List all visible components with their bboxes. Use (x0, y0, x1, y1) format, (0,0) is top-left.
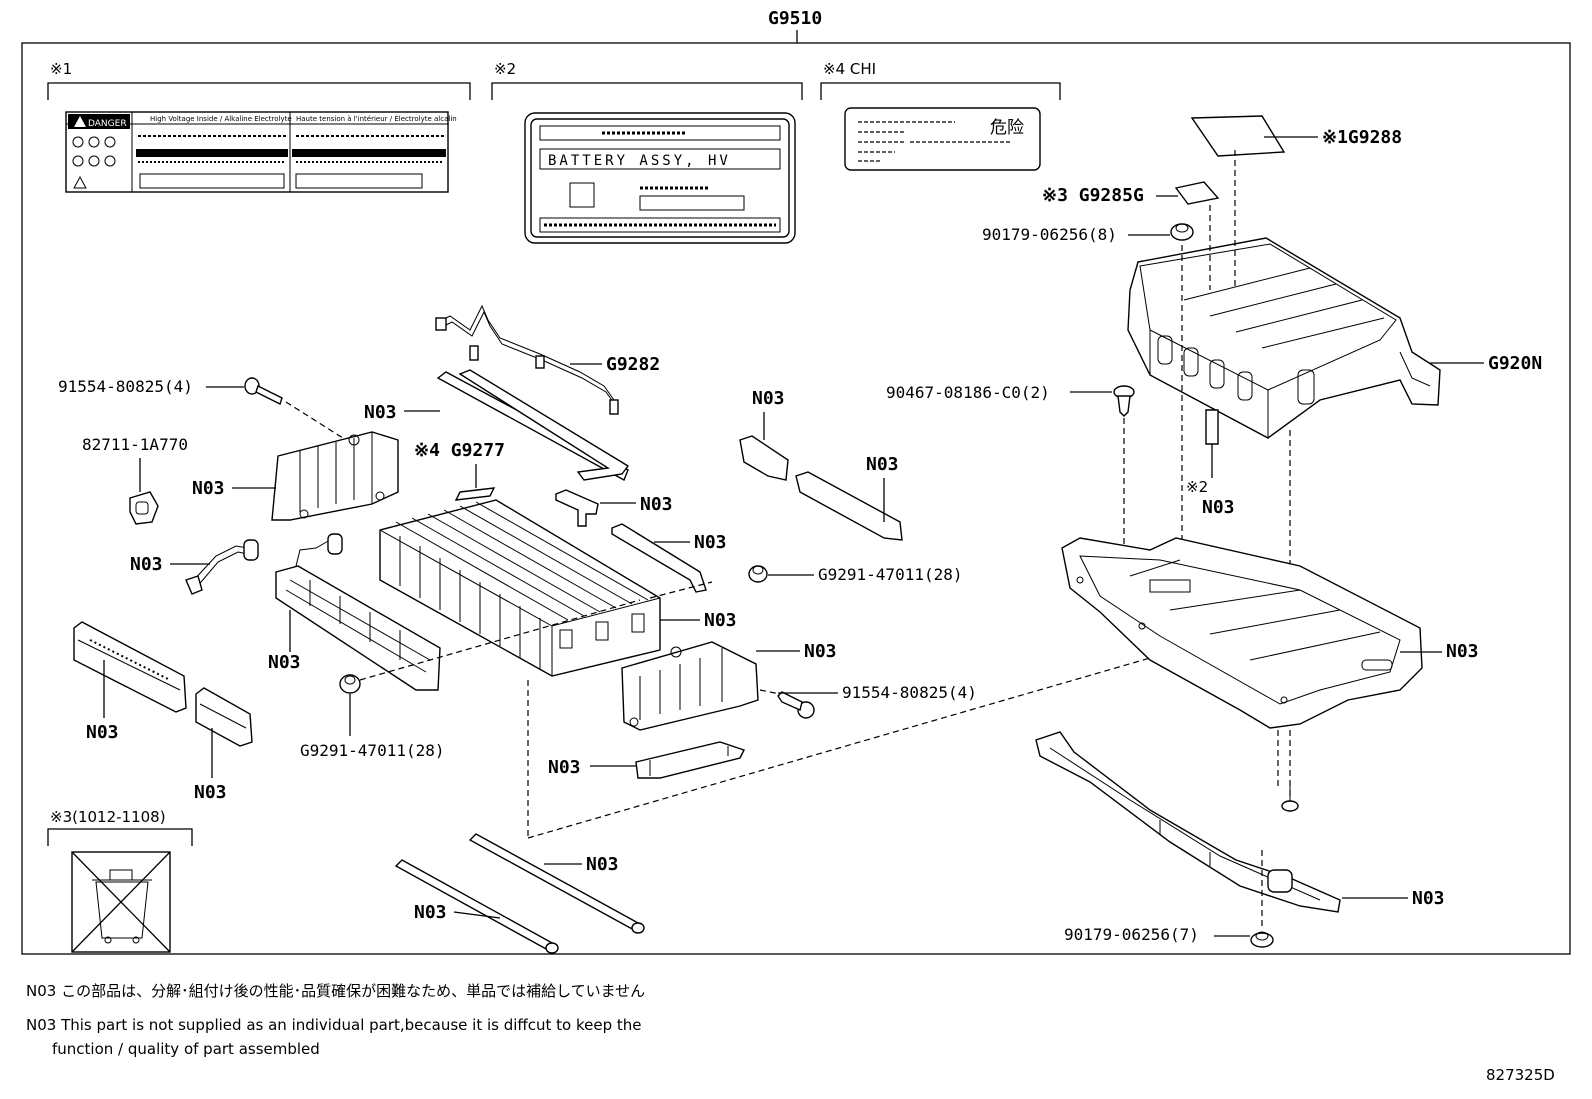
bus-frame (275, 533, 441, 691)
long-bar (436, 369, 630, 481)
rail-1 (555, 489, 599, 527)
left-bracket (271, 431, 399, 521)
part-n03-harness[interactable]: N03 (1412, 888, 1445, 909)
diagram-code: 827325D (1486, 1066, 1555, 1084)
part-g9285g[interactable]: ※3 G9285G (1042, 185, 1144, 206)
part-n03-bracket[interactable]: N03 (192, 478, 225, 499)
battery-module (379, 499, 661, 677)
assembly-frame (21, 42, 1571, 955)
danger-label-4: 危险 (844, 107, 1041, 171)
small-bracket (635, 741, 745, 779)
part-n03-rod2[interactable]: N03 (586, 854, 619, 875)
part-n03-left1[interactable]: N03 (86, 722, 119, 743)
group-3-label: ※3(1012-1108) (50, 808, 166, 826)
part-91554-bottom[interactable]: 91554-80825(4) (842, 683, 977, 702)
part-n03-rail3[interactable]: N03 (752, 388, 785, 409)
part-n03-rail4[interactable]: N03 (866, 454, 899, 475)
part-n03-wire[interactable]: N03 (130, 554, 163, 575)
terminal-box-2 (195, 687, 253, 747)
part-g9291-left[interactable]: G9291-47011(28) (300, 741, 445, 760)
rod-1 (394, 859, 559, 954)
nut-g9291-left (339, 674, 361, 694)
wire-harness-g9282 (435, 304, 619, 415)
bolt-91554-bottom (777, 691, 815, 719)
part-n03-cover[interactable]: N03 (1202, 497, 1235, 518)
part-n03-bar[interactable]: N03 (364, 402, 397, 423)
lower-tray (1061, 537, 1423, 729)
wire-left (185, 539, 259, 595)
part-n03-rod1[interactable]: N03 (414, 902, 447, 923)
group-2-label: ※2 (494, 60, 516, 78)
part-n03-tray[interactable]: N03 (1446, 641, 1479, 662)
part-n03-small[interactable]: N03 (548, 757, 581, 778)
part-90467[interactable]: 90467-08186-C0(2) (886, 383, 1050, 402)
battery-label-2: BATTERY ASSY, HV (524, 112, 796, 244)
part-n03-cover-note: ※2 (1186, 478, 1208, 496)
cover-sticker (1205, 409, 1219, 445)
assembly-number[interactable]: G9510 (768, 8, 822, 29)
nut-90179-top (1170, 223, 1194, 241)
danger-kanji: 危险 (990, 118, 1024, 138)
rail-3 (739, 435, 789, 481)
sticker-g9288 (1190, 115, 1286, 157)
label1-col1: High Voltage Inside / Alkaline Electroly… (150, 115, 292, 123)
part-g9288[interactable]: ※1G9288 (1322, 127, 1402, 148)
lower-harness-bracket (1035, 731, 1341, 913)
sticker-g9285g (1174, 181, 1220, 205)
rail-2 (611, 523, 707, 593)
part-g9291-right[interactable]: G9291-47011(28) (818, 565, 963, 584)
battery-assy-text: BATTERY ASSY, HV (548, 153, 731, 169)
part-90179-8[interactable]: 90179-06256(8) (982, 225, 1117, 244)
terminal-box-1 (73, 621, 187, 713)
part-91554-top[interactable]: 91554-80825(4) (58, 377, 193, 396)
part-82711[interactable]: 82711-1A770 (82, 435, 188, 454)
nut-90179-bottom (1250, 931, 1274, 948)
part-n03-module[interactable]: N03 (704, 610, 737, 631)
part-n03-left2[interactable]: N03 (194, 782, 227, 803)
part-g9277[interactable]: ※4 G9277 (414, 440, 505, 461)
bolt-tray (1281, 786, 1299, 812)
rod-2 (468, 833, 645, 934)
caution-label-1: DANGER High Voltage Inside / Alkaline El… (65, 111, 457, 193)
note-english-2: function / quality of part assembled (52, 1040, 320, 1058)
upper-cover-g920n (1127, 237, 1441, 439)
part-n03-rail1[interactable]: N03 (640, 494, 673, 515)
part-90179-7[interactable]: 90179-06256(7) (1064, 925, 1199, 944)
part-n03-rail2[interactable]: N03 (694, 532, 727, 553)
part-g9282[interactable]: G9282 (606, 354, 660, 375)
note-japanese: N03 この部品は、分解･組付け後の性能･品質確保が困難なため、単品では補給して… (26, 982, 646, 1000)
part-g920n[interactable]: G920N (1488, 353, 1542, 374)
clamp-82711 (129, 491, 159, 525)
danger-text: DANGER (88, 119, 127, 129)
bus-bar-assy (621, 641, 759, 731)
part-n03-busbar[interactable]: N03 (804, 641, 837, 662)
recycle-label-3 (71, 851, 171, 953)
sticker-g9277 (454, 487, 496, 501)
bolt-91554-top (244, 377, 283, 405)
rail-4 (795, 471, 903, 541)
part-n03-frame[interactable]: N03 (268, 652, 301, 673)
nut-g9291-right (748, 565, 768, 583)
note-english-1: N03 This part is not supplied as an indi… (26, 1016, 642, 1034)
clip-90467 (1113, 385, 1135, 417)
group-1-label: ※1 (50, 60, 72, 78)
label1-col2: Haute tension à l'intérieur / Électrolyt… (296, 114, 457, 123)
group-4-label: ※4 CHI (823, 60, 876, 78)
